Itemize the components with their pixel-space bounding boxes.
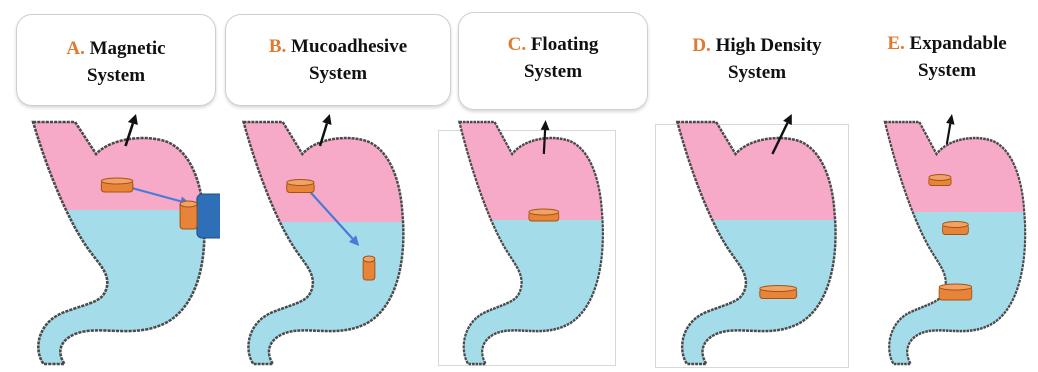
label-title-line1: Floating (531, 34, 599, 55)
stomach-panel-mucoadhesive (222, 112, 418, 370)
floating-tablet-icon (529, 209, 559, 221)
sinking-tablet-icon (760, 286, 797, 299)
upper-stomach-region (440, 112, 616, 220)
magnet-icon (197, 194, 220, 238)
upper-stomach-region (656, 112, 850, 220)
label-title-line1: Mucoadhesive (291, 36, 407, 57)
label-box-magnetic: A. Magnetic System (16, 14, 216, 106)
label-title-line2: System (87, 65, 145, 86)
upper-stomach-region (222, 112, 418, 222)
label-letter: E. (887, 33, 904, 54)
stomach-panel-high-density (656, 112, 850, 370)
stomach-diagram (656, 112, 850, 370)
stomach-panel-magnetic (10, 112, 220, 370)
label-letter: C. (508, 34, 526, 55)
magnet-icon (101, 178, 133, 192)
mucoadhesive-tablet-icon (287, 180, 314, 193)
stomach-panel-floating (440, 112, 616, 370)
stomach-diagram (866, 112, 1038, 370)
label-box-expandable: E. Expandable System (862, 14, 1032, 106)
upper-stomach-region (866, 112, 1038, 212)
label-title-line2: System (524, 61, 582, 82)
label-pointer-arrow (946, 114, 954, 144)
stomach-diagram (440, 112, 616, 370)
label-title-line2: System (728, 62, 786, 83)
tablet-icon (180, 201, 197, 229)
tablet-icon (363, 256, 375, 280)
stomach-diagram (222, 112, 418, 370)
label-letter: D. (692, 35, 710, 56)
stomach-panel-expandable (866, 112, 1038, 370)
label-title-line2: System (918, 60, 976, 81)
label-title-line1: High Density (716, 35, 822, 56)
gastric-fluid-region (440, 220, 616, 370)
tablet-icon (939, 284, 972, 300)
gastric-fluid-region (222, 222, 418, 370)
label-letter: B. (269, 36, 286, 57)
expanding-tablet-icon (929, 175, 951, 186)
tablet-icon (943, 222, 969, 235)
label-title-line1: Expandable (910, 33, 1007, 54)
label-box-floating: C. Floating System (458, 12, 648, 110)
label-title-line2: System (309, 63, 367, 84)
label-title-line1: Magnetic (90, 38, 166, 59)
label-box-high-density: D. High Density System (652, 14, 862, 106)
label-letter: A. (66, 38, 84, 59)
gastric-fluid-region (656, 220, 850, 370)
stomach-diagram (10, 112, 220, 370)
label-box-mucoadhesive: B. Mucoadhesive System (225, 14, 451, 106)
gastric-fluid-region (10, 210, 220, 370)
